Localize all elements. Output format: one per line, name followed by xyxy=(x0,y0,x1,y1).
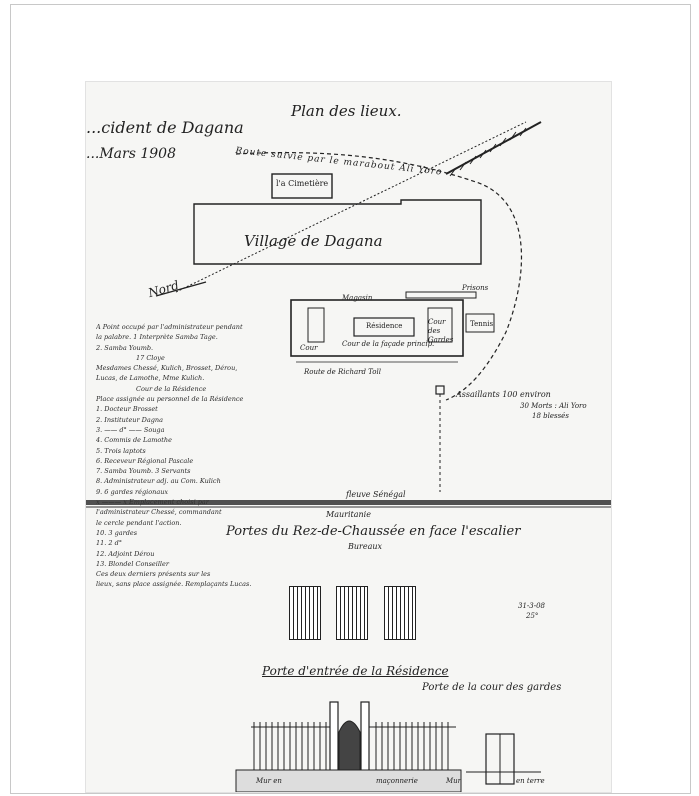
legend-line: A Point occupé par l'administrateur pend… xyxy=(96,323,243,331)
cemetery-label: l'a Cimetière xyxy=(276,179,329,188)
residence-label: Résidence xyxy=(366,322,403,330)
legend-line: 2. Instituteur Dagna xyxy=(96,415,163,424)
legend-line: 6. Receveur Régional Pascale xyxy=(96,456,194,465)
route-path xyxy=(235,152,522,401)
legend-line: 17 Cloye xyxy=(136,353,165,362)
legend-line: Ces deux derniers présents sur les xyxy=(96,570,211,579)
doors-title: Portes du Rez-de-Chaussée en face l'esca… xyxy=(226,524,521,539)
mauritanie-label: Mauritanie xyxy=(326,510,371,519)
legend-line: 13. Blondel Conseiller xyxy=(96,559,169,568)
wall-label-maconnerie: maçonnerie xyxy=(376,777,418,785)
wall-label-mur-2: Mur xyxy=(446,777,462,785)
legend-line: 12. Adjoint Dérou xyxy=(96,549,155,558)
annotation-date: 31-3-08 xyxy=(518,602,545,610)
courtyard-label: Cour de la façade princip. xyxy=(342,340,435,348)
legend-line: lieux, sans place assignée. Remplaçants … xyxy=(96,580,252,589)
magasin-label: Magasin xyxy=(342,294,373,302)
room-left xyxy=(307,307,325,343)
village-label: Village de Dagana xyxy=(244,232,383,250)
legend-line: 10. 3 gardes xyxy=(96,528,138,537)
guards-door-title: Porte de la cour des gardes xyxy=(422,682,562,693)
document-sheet: Plan des lieux. ...cident de Dagana ...M… xyxy=(86,82,611,792)
legend-line: 7. Samba Youmb. 3 Servants xyxy=(96,467,191,476)
legend-line: 2. Samba Youmb. xyxy=(96,343,154,352)
tennis-box xyxy=(465,313,495,333)
legend-line: 1. Docteur Brosset xyxy=(96,405,158,414)
river-band-lower xyxy=(86,506,611,508)
village-outline xyxy=(193,199,482,265)
route-richard-label: Route de Richard Toll xyxy=(304,368,382,376)
shutter-door-right xyxy=(384,586,416,640)
legend-line: 11. 2 d° xyxy=(96,539,123,548)
frond-leaves xyxy=(449,127,527,177)
site-map xyxy=(155,121,542,492)
prisons-label: Prisons xyxy=(462,284,489,292)
residence-building xyxy=(353,317,415,337)
wall-label-terre: en terre xyxy=(516,777,545,785)
legend-line: le cercle pendant l'action. xyxy=(96,518,182,527)
legend-line: l'administrateur Chessé, commandant xyxy=(96,508,222,517)
river-band xyxy=(86,500,611,505)
guards-building xyxy=(427,307,453,343)
prisons-row xyxy=(405,291,477,299)
guards-court-label: Cour des Gardes xyxy=(428,318,454,344)
legend-list: A Point occupé par l'administrateur pend… xyxy=(96,322,301,590)
north-arrow xyxy=(155,281,207,297)
legend-line: 9. 6 gardes régionaux xyxy=(96,487,169,496)
wounded-label: 18 blessés xyxy=(532,412,569,420)
bureaux-label: Bureaux xyxy=(348,542,383,551)
legend-line: Lucas, de Lamothe, Mme Kulich. xyxy=(96,374,205,383)
river-label: fleuve Sénégal xyxy=(346,490,406,499)
tennis-label: Tennis xyxy=(470,320,494,328)
legend-line: 8. Administrateur adj. au Com. Kulich xyxy=(96,477,221,486)
wall-label-mur: Mur en xyxy=(256,777,282,785)
cour-label: Cour xyxy=(300,344,318,352)
legend-line: 3. —— d° —— Souga xyxy=(96,425,165,434)
cemetery-box xyxy=(271,173,333,199)
attackers-detail: 30 Morts : Ali Yoro xyxy=(520,402,587,410)
place-title: ...cident de Dagana xyxy=(86,118,244,137)
legend-line: Mesdames Chessé, Kulich, Brosset, Dérou, xyxy=(96,364,238,373)
legend-line: 4. Commis de Lamothe xyxy=(96,436,172,445)
point-x-marker xyxy=(435,385,445,395)
residence-compound xyxy=(290,299,464,357)
annotation-ref: 25° xyxy=(526,612,539,620)
attackers-label: Assaillants 100 environ xyxy=(456,390,551,399)
legend-line: 5. Trois laptots xyxy=(96,446,146,455)
entrance-title: Porte d'entrée de la Résidence xyxy=(262,664,449,678)
legend-line: Place assignée au personnel de la Réside… xyxy=(96,395,244,404)
sight-line xyxy=(175,121,527,293)
shutter-door-left xyxy=(289,586,321,640)
legend-line: la palabre. 1 Interprète Samba Tage. xyxy=(96,333,218,342)
date-written: ...Mars 1908 xyxy=(86,146,176,162)
plan-heading: Plan des lieux. xyxy=(291,102,402,120)
legend-line: Cour de la Résidence xyxy=(136,384,207,393)
shutter-door-center xyxy=(336,586,368,640)
